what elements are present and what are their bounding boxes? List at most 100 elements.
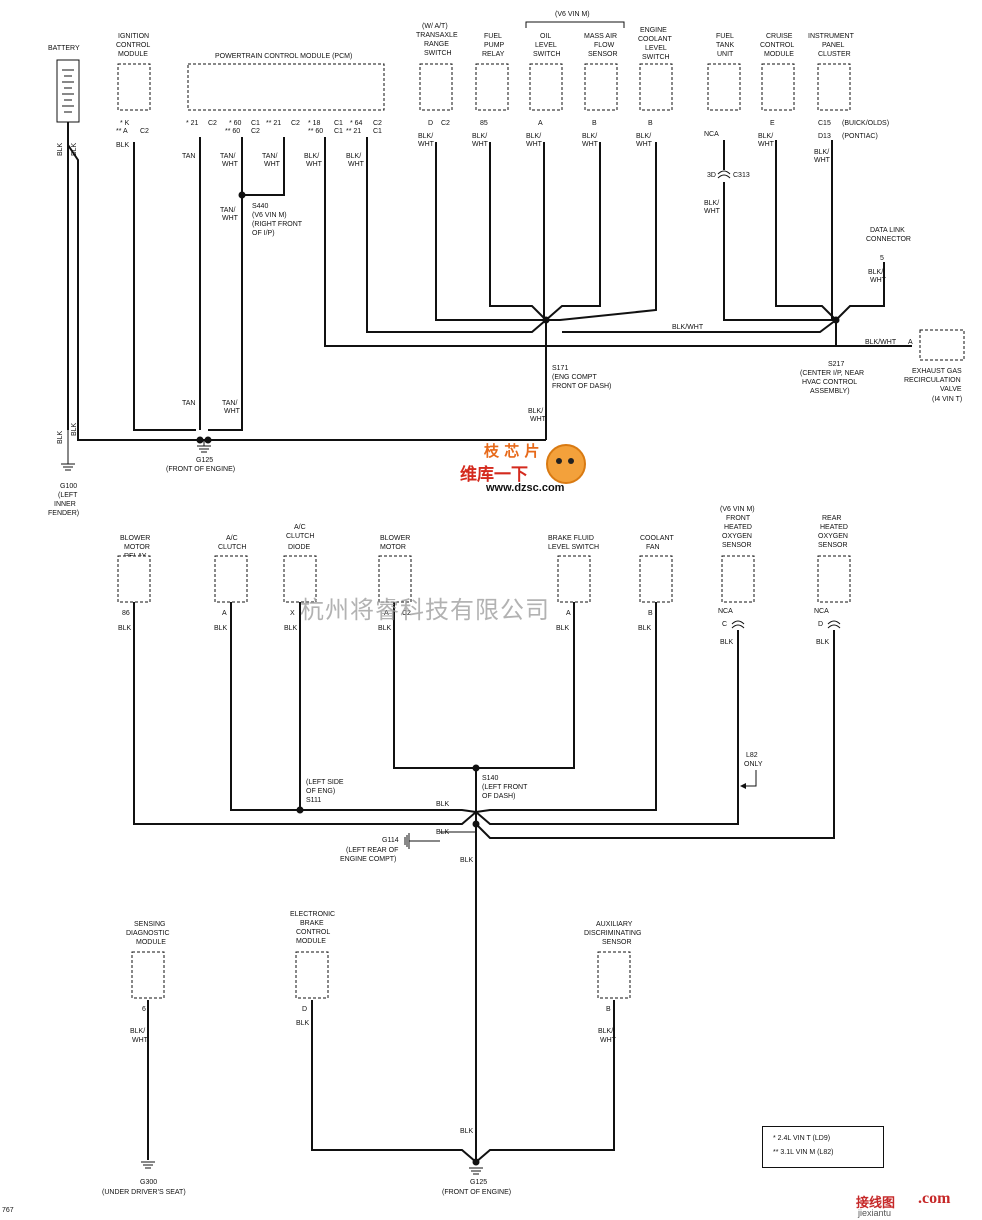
site-url: jiexiantu	[858, 1208, 892, 1218]
s440-wire-color-a: TAN/	[220, 207, 235, 214]
ac-clutch-labels: A/C CLUTCH	[218, 535, 246, 551]
svg-text:SENSOR: SENSOR	[602, 939, 632, 946]
ebcm-box	[295, 951, 329, 999]
svg-text:REAR: REAR	[822, 515, 841, 522]
rear-o2-sensor-box	[817, 555, 851, 603]
ac-diode-pin: X	[290, 610, 295, 617]
dlc-wire-b: WHT	[870, 277, 887, 284]
svg-text:MODULE: MODULE	[136, 939, 166, 946]
front-o2-pin-nca: NCA	[718, 608, 733, 615]
ground-g114-icon	[404, 833, 440, 849]
ac-clutch-pin: A	[222, 610, 227, 617]
svg-text:** 60: ** 60	[225, 128, 240, 135]
ipc-pin-d13: D13	[818, 133, 831, 140]
sdm-wire-a: BLK/	[130, 1028, 145, 1035]
svg-text:(I4 VIN T): (I4 VIN T)	[932, 396, 962, 403]
ebcm-pin: D	[302, 1006, 307, 1013]
svg-text:S111: S111	[306, 797, 321, 804]
top-section-wires	[67, 122, 912, 441]
fuel-tank-pin: NCA	[704, 131, 719, 138]
site-com: .com	[918, 1190, 951, 1207]
svg-text:FENDER): FENDER)	[48, 510, 79, 517]
dlc-wire-a: BLK/	[868, 269, 883, 276]
svg-text:COOLANT: COOLANT	[638, 36, 673, 43]
svg-text:BLK/: BLK/	[304, 153, 319, 160]
pcm-label: POWERTRAIN CONTROL MODULE (PCM)	[215, 53, 352, 60]
svg-text:** 21: ** 21	[346, 128, 361, 135]
svg-text:ENGINE: ENGINE	[640, 27, 667, 34]
variant-legend: * 2.4L VIN T (LD9) ** 3.1L VIN M (L82)	[762, 1126, 884, 1168]
svg-text:RECIRCULATION: RECIRCULATION	[904, 377, 961, 384]
svg-text:DISCRIMINATING: DISCRIMINATING	[584, 930, 641, 937]
ac-diode-box	[283, 555, 317, 603]
svg-text:FAN: FAN	[646, 544, 660, 551]
svg-text:TANK: TANK	[716, 42, 734, 49]
sdm-pin: 6	[142, 1006, 146, 1013]
g125-wire-tanwht-a: TAN/	[222, 400, 237, 407]
svg-text:OF I/P): OF I/P)	[252, 230, 275, 237]
coolant-level-wire-b: WHT	[636, 141, 653, 148]
blower-relay-pin: 86	[122, 610, 130, 617]
oil-level-switch-box	[529, 63, 563, 111]
svg-text:(FRONT OF ENGINE): (FRONT OF ENGINE)	[442, 1189, 511, 1196]
egr-wire-color: BLK/WHT	[865, 339, 897, 346]
brake-fluid-switch-box	[557, 555, 591, 603]
svg-text:SWITCH: SWITCH	[533, 51, 561, 58]
svg-text:(W/ A/T): (W/ A/T)	[422, 23, 448, 30]
ignition-pin-a: ** A	[116, 128, 128, 135]
blower-relay-box	[117, 555, 151, 603]
ground-g125-top-label: G125 (FRONT OF ENGINE)	[166, 457, 235, 473]
ac-diode-wire: BLK	[284, 625, 298, 632]
svg-text:FRONT: FRONT	[726, 515, 751, 522]
svg-text:WHT: WHT	[306, 161, 323, 168]
svg-text:S171: S171	[552, 365, 568, 372]
coolant-fan-box	[639, 555, 673, 603]
svg-text:(ENG COMPT: (ENG COMPT	[552, 374, 597, 381]
coolant-fan-wire: BLK	[638, 625, 652, 632]
svg-text:HVAC CONTROL: HVAC CONTROL	[802, 379, 857, 386]
svg-text:WHT: WHT	[222, 161, 239, 168]
svg-text:S140: S140	[482, 775, 498, 782]
egr-valve-box	[919, 329, 965, 361]
svg-text:LEVEL SWITCH: LEVEL SWITCH	[548, 544, 599, 551]
svg-text:BLOWER: BLOWER	[120, 535, 150, 542]
rear-o2-wire: BLK	[816, 639, 830, 646]
svg-text:RANGE: RANGE	[424, 41, 449, 48]
svg-text:MOTOR: MOTOR	[380, 544, 406, 551]
fuel-tank-connector: C313	[733, 172, 750, 179]
splice-s217-label: S217 (CENTER I/P, NEAR HVAC CONTROL ASSE…	[800, 361, 864, 395]
sdm-box	[131, 951, 165, 999]
ebcm-wire: BLK	[296, 1020, 310, 1027]
ipc-wire-b: WHT	[814, 157, 831, 164]
ignition-module-box	[117, 63, 151, 111]
svg-text:BLOWER: BLOWER	[380, 535, 410, 542]
maf-sensor-labels: MASS AIR FLOW SENSOR	[584, 33, 618, 58]
svg-text:ELECTRONIC: ELECTRONIC	[290, 911, 335, 918]
egr-pin: A	[908, 339, 913, 346]
rear-o2-sensor-labels: REAR HEATED OXYGEN SENSOR	[818, 515, 848, 549]
svg-text:WHT: WHT	[348, 161, 365, 168]
svg-text:MODULE: MODULE	[296, 938, 326, 945]
splice-s440-label: S440 (V6 VIN M) (RIGHT FRONT OF I/P)	[252, 203, 303, 237]
svg-text:CONNECTOR: CONNECTOR	[866, 236, 911, 243]
sdm-wire-b: WHT	[132, 1037, 149, 1044]
svg-text:BLK/: BLK/	[346, 153, 361, 160]
ac-clutch-wire: BLK	[214, 625, 228, 632]
svg-text:(LEFT SIDE: (LEFT SIDE	[306, 779, 344, 786]
svg-text:L82: L82	[746, 752, 758, 759]
front-o2-pin: C	[722, 621, 727, 628]
coolant-level-pin: B	[648, 120, 653, 127]
g125-wire-tanwht-b: WHT	[224, 408, 241, 415]
coolant-fan-labels: COOLANT FAN	[640, 535, 675, 551]
splice-l82-label: L82 ONLY	[744, 752, 763, 768]
blower-motor-wire: BLK	[378, 625, 392, 632]
maf-pin: B	[592, 120, 597, 127]
ignition-pin-k: * K	[120, 120, 130, 127]
svg-text:(LEFT REAR OF: (LEFT REAR OF	[346, 847, 398, 854]
fuel-tank-unit-box	[707, 63, 741, 111]
svg-text:DIODE: DIODE	[288, 544, 311, 551]
ground-g114-label: G114 (LEFT REAR OF ENGINE COMPT)	[340, 837, 399, 863]
svg-text:** 21: ** 21	[266, 120, 281, 127]
g100-wire-blk-2: BLK	[71, 422, 78, 436]
svg-text:A/C: A/C	[226, 535, 238, 542]
